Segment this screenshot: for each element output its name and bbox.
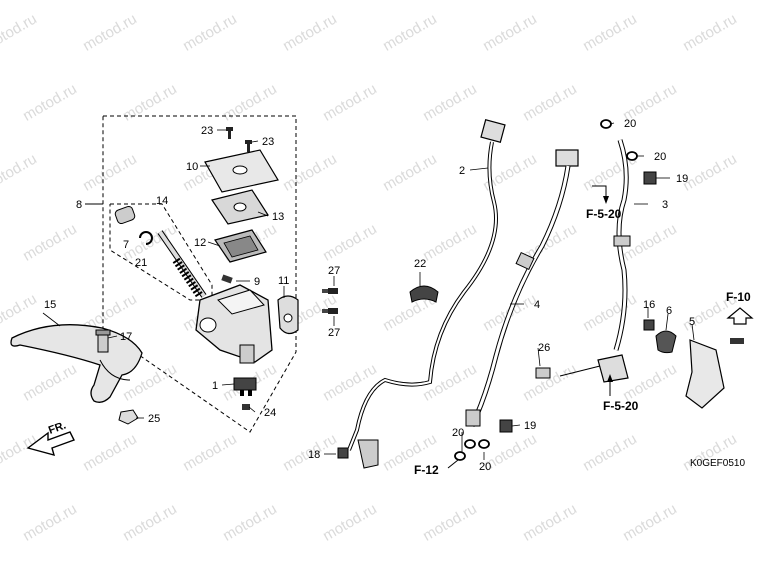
piston-spring	[157, 230, 207, 299]
callout-20-a: 20	[624, 118, 636, 130]
callout-7: 7	[123, 239, 129, 251]
boot-7	[114, 205, 136, 225]
callout-9: 9	[254, 276, 260, 288]
callout-23-right: 23	[262, 136, 274, 148]
callout-19-top: 19	[676, 173, 688, 185]
callout-11: 11	[278, 275, 289, 287]
washer-20-c	[454, 451, 466, 461]
callout-25: 25	[148, 413, 160, 425]
bolt-27-lower	[322, 308, 338, 314]
f12-pointer	[447, 459, 459, 469]
f520-top-pointer	[592, 185, 609, 204]
screw-23-right	[245, 140, 252, 152]
brake-switch	[233, 377, 257, 396]
joint-block	[559, 354, 629, 383]
hose-clamp-22	[409, 285, 439, 303]
brake-hose-4	[465, 149, 579, 428]
clamp-6	[655, 330, 677, 354]
callout-8: 8	[76, 199, 82, 211]
callout-4: 4	[534, 299, 540, 311]
callout-23-left: 23	[201, 125, 213, 137]
washer-20-b	[626, 151, 638, 161]
brake-hose-3	[613, 139, 631, 351]
front-arrow	[26, 431, 75, 456]
callout-20-b: 20	[654, 151, 666, 163]
ref-f10: F-10	[726, 290, 751, 304]
bracket-5	[685, 338, 744, 409]
assembly-outline	[102, 115, 297, 433]
callout-16: 16	[643, 299, 655, 311]
callout-1: 1	[212, 380, 218, 392]
callout-18: 18	[308, 449, 320, 461]
f520-bottom-pointer	[607, 374, 613, 396]
callout-17: 17	[120, 331, 132, 343]
circlip-21	[139, 231, 153, 245]
callout-20-d: 20	[479, 461, 491, 473]
bolt-19-top	[643, 171, 657, 185]
nut-25	[118, 409, 139, 425]
ref-f12: F-12	[414, 463, 439, 477]
screw-23-left	[226, 127, 233, 139]
washer-20-a	[600, 119, 612, 129]
leader-lines	[42, 122, 695, 460]
bolt-18	[337, 447, 349, 459]
f10-arrow	[726, 307, 754, 325]
reservoir-cap	[204, 149, 279, 193]
pivot-bolt-17	[95, 329, 111, 353]
master-cylinder-body	[195, 284, 273, 364]
front-label: FR.	[47, 419, 68, 436]
brake-lever	[10, 324, 143, 403]
callout-14: 14	[156, 195, 168, 207]
ref-f520-bottom: F-5-20	[603, 399, 639, 413]
screw-9	[221, 274, 233, 284]
callout-21: 21	[135, 257, 147, 269]
bolt-27-upper	[322, 288, 338, 294]
bolt-16	[643, 319, 655, 331]
brake-hose-2	[347, 118, 506, 469]
bolt-19-bottom	[499, 419, 513, 433]
callout-10: 10	[186, 161, 198, 173]
callout-5: 5	[689, 316, 695, 328]
callout-13: 13	[272, 211, 284, 223]
callout-26: 26	[538, 342, 550, 354]
bolt-26	[535, 367, 551, 379]
callout-2: 2	[459, 165, 465, 177]
callout-27-upper: 27	[328, 265, 340, 277]
washer-20-d	[464, 439, 476, 449]
callout-24: 24	[264, 407, 276, 419]
callout-3: 3	[662, 199, 668, 211]
washer-20-e	[478, 439, 490, 449]
callout-12: 12	[194, 237, 206, 249]
callout-6: 6	[666, 305, 672, 317]
diagram-code: K0GEF0510	[690, 458, 745, 469]
diaphragm	[214, 229, 267, 263]
ref-f520-top: F-5-20	[586, 207, 622, 221]
callout-20-c: 20	[452, 427, 464, 439]
screw-24	[242, 404, 250, 410]
callout-22: 22	[414, 258, 426, 270]
callout-27-lower: 27	[328, 327, 340, 339]
diaphragm-plate	[211, 189, 269, 225]
callout-19-bottom: 19	[524, 420, 536, 432]
holder-11	[277, 295, 299, 335]
callout-15: 15	[44, 299, 56, 311]
